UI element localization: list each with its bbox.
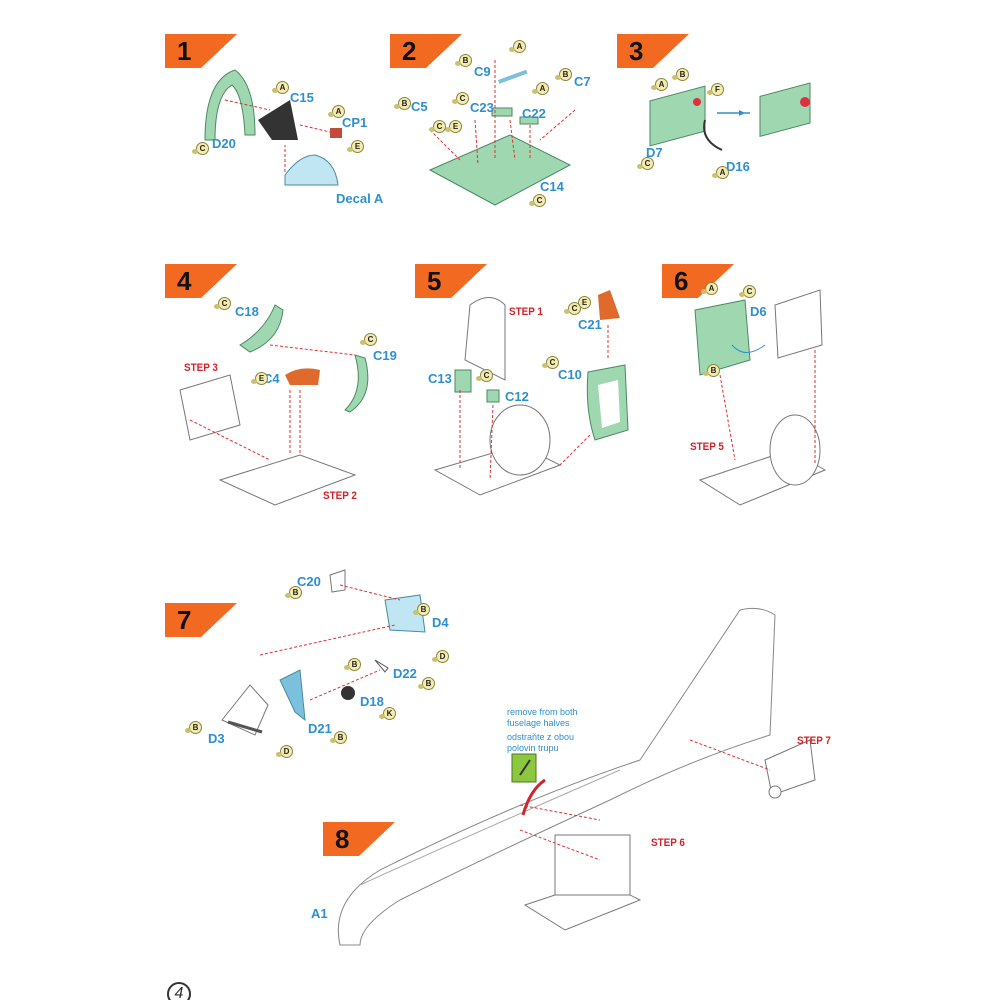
sprue-bubble: B bbox=[330, 731, 347, 744]
step-number: 7 bbox=[177, 605, 192, 635]
part-label: C18 bbox=[235, 304, 259, 319]
step-flag-2: 2 bbox=[390, 34, 462, 68]
sprue-bubble: D bbox=[276, 745, 293, 758]
part-label: C19 bbox=[373, 348, 397, 363]
part-label: D7 bbox=[646, 145, 663, 160]
sprue-bubble: E bbox=[347, 140, 364, 153]
sprue-bubble: B bbox=[413, 603, 430, 616]
step-flag-8: 8 bbox=[323, 822, 395, 856]
step-flag-6: 6 bbox=[662, 264, 734, 298]
part-label: D16 bbox=[726, 159, 750, 174]
step-4-drawing bbox=[179, 304, 369, 506]
sprue-bubble: F bbox=[707, 83, 724, 96]
part-label: C22 bbox=[522, 106, 546, 121]
sprue-bubble: B bbox=[285, 586, 302, 599]
step-reference: STEP 5 bbox=[690, 441, 724, 453]
note-cz-line2: polovin trupu bbox=[507, 743, 559, 753]
sprue-bubble: E bbox=[445, 120, 462, 133]
step-1-drawing bbox=[204, 69, 342, 186]
step-flag-7: 7 bbox=[165, 603, 237, 637]
step-reference: STEP 1 bbox=[509, 306, 543, 318]
part-label: C12 bbox=[505, 389, 529, 404]
part-label: C13 bbox=[428, 371, 452, 386]
step-flag-3: 3 bbox=[617, 34, 689, 68]
step-flag-5: 5 bbox=[415, 264, 487, 298]
sprue-bubble: C bbox=[452, 92, 469, 105]
sprue-bubble: B bbox=[185, 721, 202, 734]
part-label: C15 bbox=[290, 90, 314, 105]
sprue-bubble: A bbox=[712, 166, 729, 179]
sprue-bubble: A bbox=[328, 105, 345, 118]
sprue-bubble: C bbox=[542, 356, 559, 369]
sprue-bubble: C bbox=[476, 369, 493, 382]
part-label: C14 bbox=[540, 179, 564, 194]
step-number: 5 bbox=[427, 266, 442, 296]
sprue-bubble: D bbox=[432, 650, 449, 663]
sprue-bubble: K bbox=[379, 707, 396, 720]
sprue-bubble: C bbox=[192, 142, 209, 155]
step-8-drawing bbox=[337, 607, 816, 946]
sprue-bubble: C bbox=[637, 157, 654, 170]
sprue-bubble: B bbox=[555, 68, 572, 81]
part-label: C23 bbox=[470, 100, 494, 115]
part-label: D4 bbox=[432, 615, 449, 630]
part-label: C10 bbox=[558, 367, 582, 382]
part-label: D22 bbox=[393, 666, 417, 681]
step-reference: STEP 3 bbox=[184, 362, 218, 374]
step-number: 8 bbox=[335, 824, 350, 854]
sprue-bubble: B bbox=[418, 677, 435, 690]
sprue-bubble: C bbox=[564, 302, 581, 315]
part-label: CP1 bbox=[342, 115, 368, 130]
sprue-bubble: B bbox=[455, 54, 472, 67]
sprue-bubble: A bbox=[532, 82, 549, 95]
step-5-drawing bbox=[433, 290, 629, 496]
step-number: 1 bbox=[177, 36, 192, 66]
step-number: 3 bbox=[629, 36, 644, 66]
step-number: 4 bbox=[177, 266, 192, 296]
decal-label: Decal A bbox=[336, 191, 384, 206]
part-label: D6 bbox=[750, 304, 767, 319]
sprue-bubble: B bbox=[394, 97, 411, 110]
part-label: C9 bbox=[474, 64, 491, 79]
part-label: C7 bbox=[574, 74, 591, 89]
removal-note: remove from both fuselage halves odstraň… bbox=[507, 707, 578, 754]
sprue-bubble: C bbox=[429, 120, 446, 133]
sprue-bubble: C bbox=[360, 333, 377, 346]
note-en-line2: fuselage halves bbox=[507, 718, 570, 728]
note-cz-line1: odstraňte z obou bbox=[507, 732, 575, 742]
step-6-drawing bbox=[694, 289, 827, 506]
part-label: D3 bbox=[208, 731, 225, 746]
sprue-bubble: C bbox=[739, 285, 756, 298]
sprue-bubble: C bbox=[214, 297, 231, 310]
step-flag-4: 4 bbox=[165, 264, 237, 298]
sprue-bubble: A bbox=[272, 81, 289, 94]
part-label: A1 bbox=[311, 906, 328, 921]
step-2-drawing bbox=[428, 60, 576, 206]
part-label: D18 bbox=[360, 694, 384, 709]
step-number: 2 bbox=[402, 36, 417, 66]
step-reference: STEP 7 bbox=[797, 735, 831, 747]
sprue-bubble: B bbox=[672, 68, 689, 81]
next-page-symbol: 4 bbox=[167, 982, 191, 1000]
sprue-bubble: B bbox=[703, 364, 720, 377]
step-reference: STEP 6 bbox=[651, 837, 685, 849]
sprue-bubble: C bbox=[529, 194, 546, 207]
part-label: D21 bbox=[308, 721, 332, 736]
sprue-bubble: A bbox=[701, 282, 718, 295]
step-flag-1: 1 bbox=[165, 34, 237, 68]
step-7-drawing bbox=[221, 569, 426, 736]
part-label: D20 bbox=[212, 136, 236, 151]
step-reference: STEP 2 bbox=[323, 490, 357, 502]
part-label: C20 bbox=[297, 574, 321, 589]
note-en-line1: remove from both bbox=[507, 707, 578, 717]
part-label: C5 bbox=[411, 99, 428, 114]
part-label: C21 bbox=[578, 317, 602, 332]
sprue-bubble: E bbox=[251, 372, 268, 385]
sprue-bubble: A bbox=[509, 40, 526, 53]
sprue-bubble: B bbox=[344, 658, 361, 671]
step-number: 6 bbox=[674, 266, 689, 296]
sprue-bubble: A bbox=[651, 78, 668, 91]
step-3-drawing bbox=[649, 82, 811, 151]
